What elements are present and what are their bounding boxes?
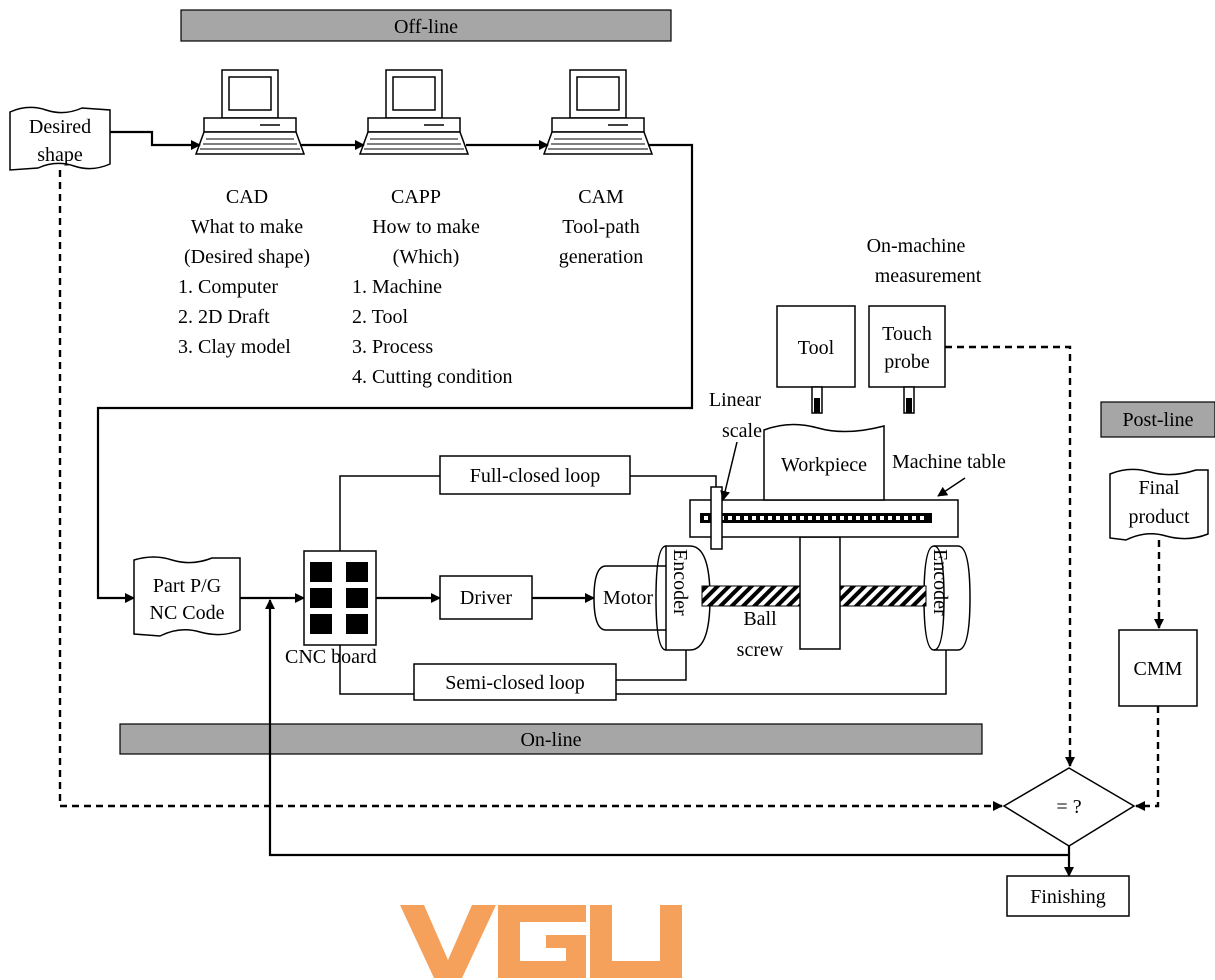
encoder-left: Encoder bbox=[655, 545, 711, 651]
workpiece: Workpiece bbox=[763, 423, 885, 501]
cam-description: CAM Tool-path generation bbox=[559, 186, 643, 268]
svg-text:Full-closed loop: Full-closed loop bbox=[470, 465, 601, 487]
table-support bbox=[799, 536, 841, 650]
svg-text:screw: screw bbox=[737, 639, 784, 661]
ball-screw-label: Ball screw bbox=[737, 608, 784, 661]
svg-text:On-machine: On-machine bbox=[867, 235, 966, 257]
cnc-board bbox=[303, 550, 377, 646]
svg-text:Finishing: Finishing bbox=[1030, 886, 1106, 908]
encoder-right: Encoder bbox=[923, 545, 971, 651]
svg-text:measurement: measurement bbox=[875, 265, 982, 287]
svg-text:Workpiece: Workpiece bbox=[781, 454, 867, 476]
online-bar: On-line bbox=[119, 723, 983, 755]
linear-scale-reader bbox=[710, 486, 723, 550]
arrow-machine-table bbox=[937, 477, 966, 497]
svg-text:3. Process: 3. Process bbox=[352, 336, 433, 358]
svg-text:Semi-closed loop: Semi-closed loop bbox=[445, 672, 584, 694]
on-machine-measurement-label: On-machine measurement bbox=[867, 235, 982, 287]
svg-text:1. Computer: 1. Computer bbox=[178, 276, 278, 298]
cam-computer-icon bbox=[543, 69, 653, 155]
semi-closed-loop-box: Semi-closed loop bbox=[413, 663, 617, 701]
svg-text:Ball: Ball bbox=[743, 608, 777, 630]
svg-text:(Which): (Which) bbox=[393, 246, 460, 268]
ball-screw-right bbox=[839, 585, 927, 607]
svg-text:1. Machine: 1. Machine bbox=[352, 276, 442, 298]
svg-text:generation: generation bbox=[559, 246, 643, 268]
arrow-cam-to-part-pg bbox=[96, 143, 694, 603]
driver-box: Driver bbox=[439, 575, 533, 620]
svg-text:3. Clay model: 3. Clay model bbox=[178, 336, 291, 358]
svg-text:4. Cutting condition: 4. Cutting condition bbox=[352, 366, 513, 388]
svg-text:CAPP: CAPP bbox=[391, 186, 441, 208]
svg-text:probe: probe bbox=[884, 351, 930, 373]
cnc-board-label: CNC board bbox=[285, 646, 377, 668]
offline-bar: Off-line bbox=[180, 9, 672, 42]
vgu-logo bbox=[400, 905, 682, 978]
svg-text:Tool: Tool bbox=[798, 337, 835, 359]
svg-text:CAM: CAM bbox=[578, 186, 624, 208]
finishing-box: Finishing bbox=[1006, 875, 1130, 917]
ball-screw-left bbox=[701, 585, 801, 607]
semi-closed-loop-line-right bbox=[339, 645, 947, 695]
machine-table-label: Machine table bbox=[892, 451, 1006, 473]
linear-scale-label: Linear scale bbox=[709, 389, 762, 442]
svg-text:Final: Final bbox=[1138, 477, 1180, 499]
svg-text:Part P/G: Part P/G bbox=[153, 575, 221, 597]
svg-text:NC Code: NC Code bbox=[150, 602, 225, 624]
motor: Motor bbox=[593, 565, 666, 631]
svg-text:CMM: CMM bbox=[1134, 658, 1183, 680]
svg-text:= ?: = ? bbox=[1056, 796, 1081, 818]
svg-text:scale: scale bbox=[722, 420, 762, 442]
arrow-desired-to-compare bbox=[58, 170, 1003, 811]
cad-description: CAD What to make (Desired shape) 1. Comp… bbox=[178, 186, 310, 358]
semi-closed-loop-line-left bbox=[616, 650, 687, 681]
svg-text:Linear: Linear bbox=[709, 389, 762, 411]
svg-text:Post-line: Post-line bbox=[1122, 409, 1193, 431]
arrow-cmm-to-compare bbox=[1135, 706, 1160, 811]
svg-text:Encoder: Encoder bbox=[929, 549, 951, 616]
cad-computer-icon bbox=[195, 69, 305, 155]
svg-text:Touch: Touch bbox=[882, 323, 932, 345]
svg-text:Desired: Desired bbox=[29, 116, 91, 138]
arrow-linear-scale bbox=[720, 441, 738, 501]
svg-text:On-line: On-line bbox=[520, 729, 581, 751]
arrow-feedback-to-part-pg bbox=[265, 599, 1069, 857]
desired-shape-box: Desired shape bbox=[9, 106, 111, 171]
svg-text:Tool-path: Tool-path bbox=[562, 216, 639, 238]
postline-bar: Post-line bbox=[1100, 401, 1215, 438]
arrow-desired-to-cad bbox=[110, 130, 201, 150]
svg-text:What to make: What to make bbox=[191, 216, 303, 238]
svg-text:Motor: Motor bbox=[603, 587, 653, 609]
compare-diamond: = ? bbox=[1002, 767, 1136, 847]
svg-text:Encoder: Encoder bbox=[669, 549, 691, 616]
svg-text:How to make: How to make bbox=[372, 216, 480, 238]
capp-computer-icon bbox=[359, 69, 469, 155]
tool-box: Tool bbox=[776, 305, 856, 414]
svg-text:Off-line: Off-line bbox=[394, 16, 458, 38]
final-product-box: Final product bbox=[1109, 468, 1209, 541]
svg-text:Driver: Driver bbox=[460, 587, 513, 609]
svg-text:CAD: CAD bbox=[226, 186, 268, 208]
svg-text:2. Tool: 2. Tool bbox=[352, 306, 408, 328]
capp-description: CAPP How to make (Which) 1. Machine 2. T… bbox=[352, 186, 513, 388]
svg-text:product: product bbox=[1128, 506, 1190, 528]
svg-text:2. 2D Draft: 2. 2D Draft bbox=[178, 306, 270, 328]
arrow-probe-to-compare bbox=[945, 345, 1075, 767]
svg-text:shape: shape bbox=[37, 144, 83, 166]
part-pg-box: Part P/G NC Code bbox=[133, 556, 241, 637]
full-closed-loop-box: Full-closed loop bbox=[439, 455, 631, 495]
svg-text:(Desired shape): (Desired shape) bbox=[184, 246, 310, 268]
cmm-box: CMM bbox=[1118, 629, 1198, 707]
touch-probe-box: Touch probe bbox=[868, 305, 946, 414]
